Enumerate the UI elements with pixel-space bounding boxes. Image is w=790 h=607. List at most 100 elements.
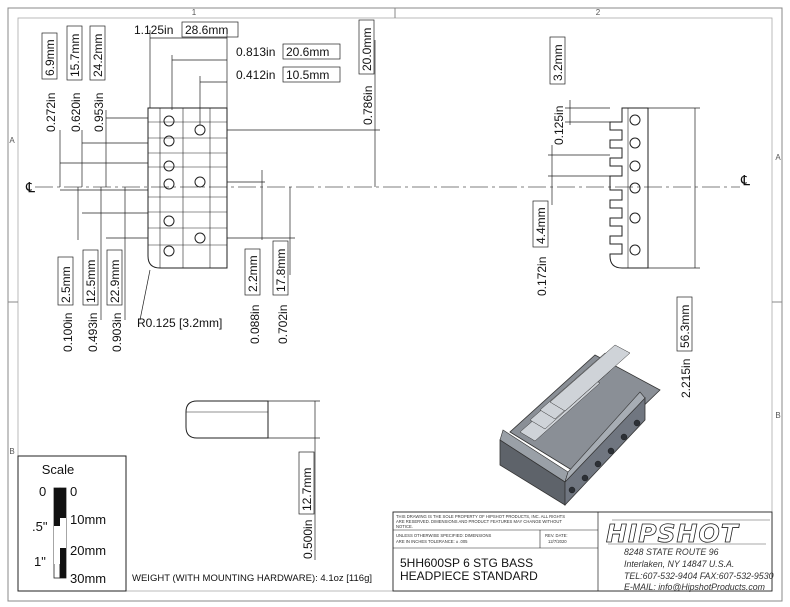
svg-text:56.3mm: 56.3mm <box>678 305 692 348</box>
zone-right-b: B <box>775 411 780 420</box>
svg-text:0.702in: 0.702in <box>276 305 290 344</box>
svg-text:12.5mm: 12.5mm <box>84 260 98 303</box>
svg-text:0.088in: 0.088in <box>248 305 262 344</box>
mounting-hole <box>194 176 206 188</box>
zone-right-a: A <box>775 153 781 162</box>
svg-text:0.786in: 0.786in <box>361 86 375 125</box>
contact-phone: TEL:607-532-9404 FAX:607-532-9530 <box>624 571 774 581</box>
svg-text:28.6mm: 28.6mm <box>185 23 228 37</box>
scale-mm-10: 10mm <box>70 512 106 527</box>
end-view <box>185 400 269 439</box>
address-line-1: 8248 STATE ROUTE 96 <box>624 547 719 557</box>
zone-top-2: 2 <box>596 8 601 17</box>
centerline-left-symbol: ℄ <box>25 179 35 195</box>
dim-slot-spacing: 0.125in 3.2mm <box>549 36 566 145</box>
dim-inner-width: 0.412in 10.5mm <box>236 66 341 83</box>
mounting-hole <box>194 232 206 244</box>
side-hole <box>629 137 641 149</box>
scale-inch-0: 0 <box>39 484 46 499</box>
svg-text:2.2mm: 2.2mm <box>246 255 260 292</box>
svg-text:4.4mm: 4.4mm <box>534 207 548 244</box>
dim-vert-top-d: 0.786in 20.0mm <box>358 19 375 125</box>
dim-vert-bottom-a: 0.100in 2.5mm <box>57 256 75 352</box>
scale-mm-0: 0 <box>70 484 77 499</box>
centerline-right-symbol: ℄ <box>740 172 750 188</box>
scale-box: Scale 0 .5" 1" 0 10mm 20mm 30mm <box>17 455 127 592</box>
rev-label: REV. DATE: <box>545 533 568 538</box>
dim-vert-bottom-b: 0.493in 12.5mm <box>82 249 100 352</box>
svg-text:2.5mm: 2.5mm <box>59 266 73 303</box>
string-hole <box>163 245 175 257</box>
svg-text:6.9mm: 6.9mm <box>43 39 57 76</box>
side-hole <box>629 114 641 126</box>
dim-vert-bottom-e: 0.702in 17.8mm <box>272 240 290 344</box>
drawing-frame <box>17 17 773 592</box>
svg-text:3.2mm: 3.2mm <box>551 44 565 81</box>
side-hole <box>629 212 641 224</box>
svg-text:10.5mm: 10.5mm <box>286 68 329 82</box>
dim-vert-bottom-c: 0.903in 22.9mm <box>106 249 124 352</box>
side-view-outline <box>609 107 649 269</box>
svg-text:0.620in: 0.620in <box>69 93 83 132</box>
hipshot-logo: HIPSHOT <box>606 519 740 548</box>
dim-vert-top-b: 0.620in 15.7mm <box>66 25 83 132</box>
svg-text:0.500in: 0.500in <box>301 520 315 559</box>
side-hole <box>629 244 641 256</box>
proprietary-note-line-1: THIS DRAWING IS THE SOLE PROPERTY OF HIP… <box>396 514 565 519</box>
zone-left-b: B <box>9 447 14 456</box>
scale-inch-1: 1" <box>34 554 46 569</box>
string-hole <box>163 178 175 190</box>
dim-slot-depth: 0.172in 4.4mm <box>532 200 549 296</box>
zone-left-a: A <box>9 136 15 145</box>
string-hole <box>163 215 175 227</box>
svg-text:0.272in: 0.272in <box>44 93 58 132</box>
tolerance-note-line-1: UNLESS OTHERWISE SPECIFIED: DIMENSIONS <box>396 533 492 538</box>
svg-text:0.100in: 0.100in <box>61 313 75 352</box>
svg-text:0.172in: 0.172in <box>535 257 549 296</box>
scale-mm-30: 30mm <box>70 571 106 586</box>
svg-text:0.813in: 0.813in <box>236 45 275 59</box>
weight-note: WEIGHT (WITH MOUNTING HARDWARE): 4.1oz [… <box>132 573 372 584</box>
dim-end-height: 0.500in 12.7mm <box>298 451 315 559</box>
scale-mm-20: 20mm <box>70 543 106 558</box>
front-view-outline <box>147 107 228 269</box>
zone-top-1: 1 <box>192 8 197 17</box>
svg-text:17.8mm: 17.8mm <box>274 249 288 292</box>
dim-vert-bottom-d: 0.088in 2.2mm <box>244 248 262 344</box>
svg-text:22.9mm: 22.9mm <box>108 260 122 303</box>
svg-text:0.903in: 0.903in <box>110 313 124 352</box>
isometric-render <box>499 344 661 507</box>
svg-text:20.0mm: 20.0mm <box>360 28 374 71</box>
svg-text:0.493in: 0.493in <box>86 313 100 352</box>
scale-inch-half: .5" <box>32 519 48 534</box>
end-view-outline <box>185 400 269 439</box>
tolerance-note-line-2: ARE IN INCHES TOLERANCE: ± .005 <box>396 539 468 544</box>
svg-text:0.953in: 0.953in <box>92 93 106 132</box>
scale-title: Scale <box>42 462 75 477</box>
svg-text:0.412in: 0.412in <box>236 68 275 82</box>
string-hole <box>163 115 175 127</box>
dim-vert-top-c: 0.953in 24.2mm <box>89 25 106 132</box>
svg-text:15.7mm: 15.7mm <box>68 34 82 77</box>
svg-text:1.125in: 1.125in <box>134 23 173 37</box>
svg-text:0.125in: 0.125in <box>552 106 566 145</box>
svg-text:2.215in: 2.215in <box>679 359 693 398</box>
rev-date: 12/7/2020 <box>548 539 567 544</box>
dim-mid-width: 0.813in 20.6mm <box>236 43 341 60</box>
svg-text:12.7mm: 12.7mm <box>300 468 314 511</box>
string-hole <box>163 135 175 147</box>
dim-overall-width: 1.125in 28.6mm <box>134 21 239 38</box>
mounting-hole <box>194 124 206 136</box>
front-view <box>147 107 228 269</box>
proprietary-note-line-2: ARE RESERVED. DIMENSIONS AND PRODUCT FEA… <box>396 519 562 524</box>
part-title-line-2: HEADPIECE STANDARD <box>400 569 538 583</box>
side-hole <box>629 160 641 172</box>
title-block: THIS DRAWING IS THE SOLE PROPERTY OF HIP… <box>392 511 774 592</box>
dim-overall-length: 2.215in 56.3mm <box>676 296 693 398</box>
address-line-2: Interlaken, NY 14847 U.S.A. <box>624 559 734 569</box>
svg-text:20.6mm: 20.6mm <box>286 45 329 59</box>
dim-vert-top-a: 0.272in 6.9mm <box>41 32 58 132</box>
proprietary-note-line-3: NOTICE. <box>396 524 413 529</box>
part-title-line-1: 5HH600SP 6 STG BASS <box>400 556 533 570</box>
